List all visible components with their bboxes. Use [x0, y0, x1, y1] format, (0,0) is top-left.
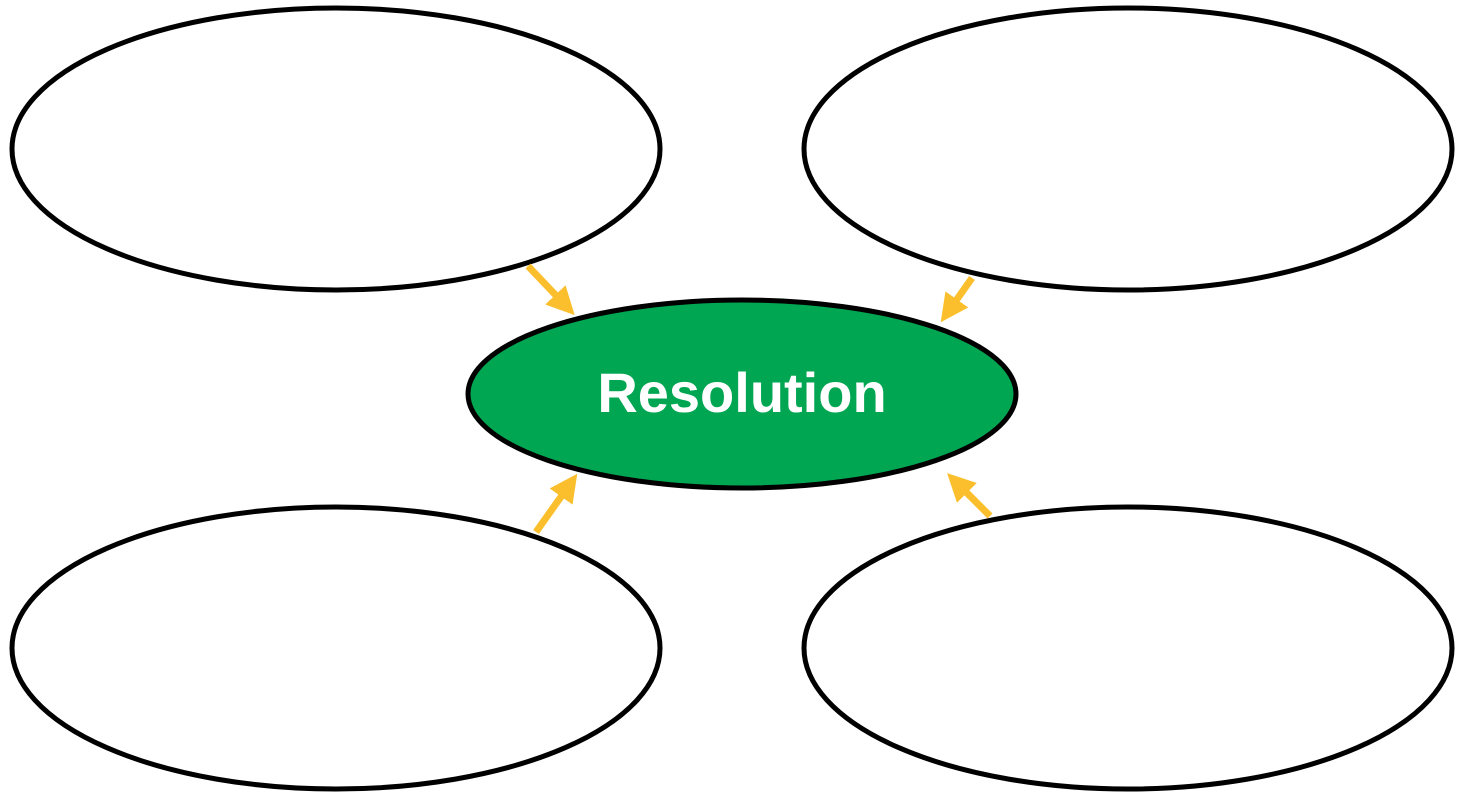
center-label: Resolution [597, 361, 886, 424]
arrow-bottom-right-to-center [947, 473, 993, 519]
arrow-top-left-to-center [525, 263, 575, 316]
outer-ellipse-top-right [801, 5, 1455, 293]
arrow-bottom-left-to-center [533, 473, 578, 535]
outer-ellipse-bottom-right [801, 504, 1455, 792]
center-ellipse-resolution [465, 297, 1019, 491]
outer-ellipse-bottom-left [9, 504, 663, 792]
outer-ellipse-top-left [9, 5, 663, 293]
arrow-top-right-to-center [940, 275, 975, 323]
